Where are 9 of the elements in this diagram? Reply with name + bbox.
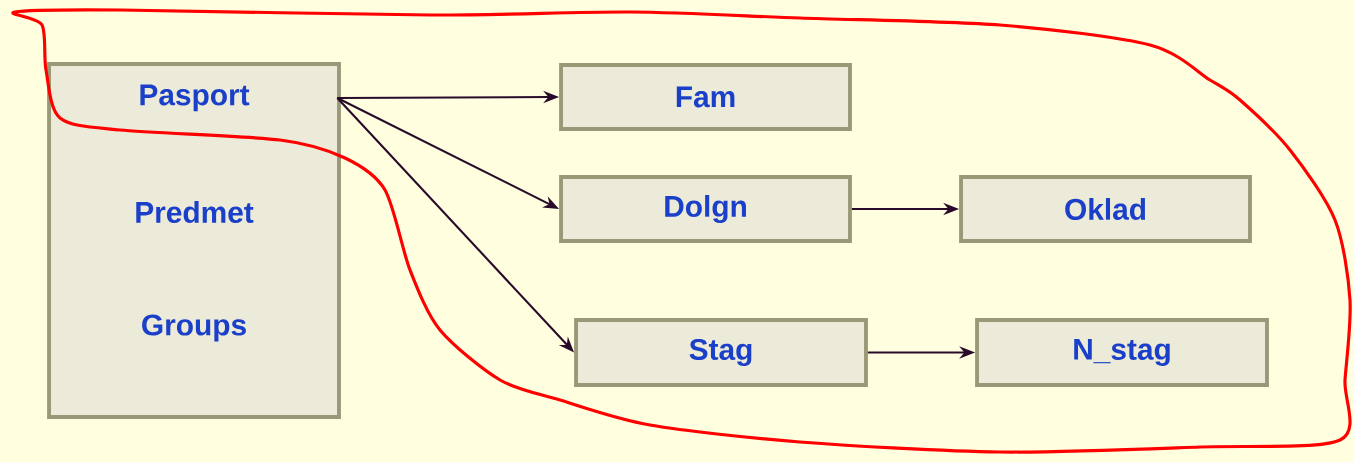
box [47, 62, 341, 419]
label-box: Fam [559, 63, 852, 131]
label-box: Oklad [959, 175, 1252, 243]
label-box: Dolgn [559, 175, 852, 243]
label: Pasport [140, 84, 250, 112]
label-box: Stag [574, 318, 868, 387]
label-box: N_stag [975, 318, 1269, 387]
label: Predmet [136, 201, 254, 223]
label: Groups [142, 314, 246, 342]
